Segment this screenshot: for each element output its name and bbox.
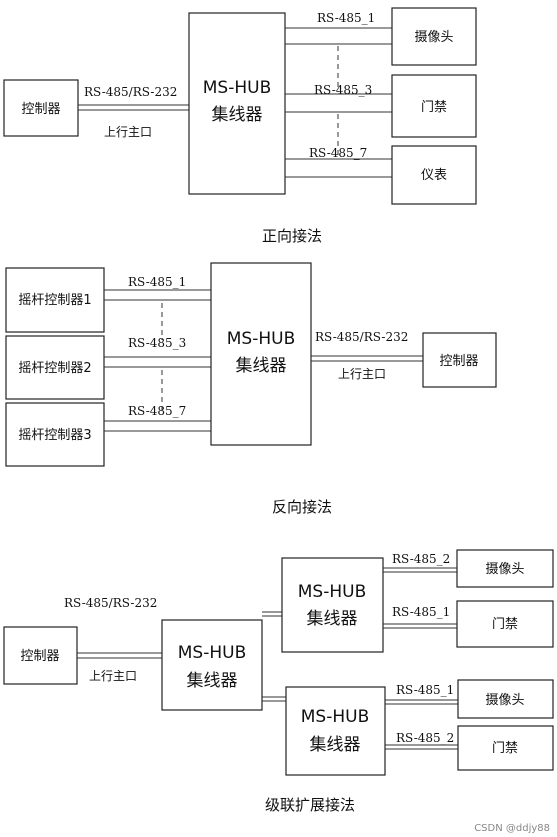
joystick2-label: 摇杆控制器2 bbox=[18, 361, 91, 376]
hub-subtitle: 集线器 bbox=[307, 609, 358, 629]
hub-subtitle: 集线器 bbox=[187, 671, 238, 691]
watermark: CSDN @ddjy88 bbox=[474, 823, 550, 834]
uplink-protocol-label: RS-485/RS-232 bbox=[84, 85, 177, 99]
uplink-port-label: 上行主口 bbox=[104, 125, 152, 139]
sub-hub-a-box bbox=[281, 557, 384, 653]
hub-title: MS-HUB bbox=[178, 643, 246, 663]
hub-box bbox=[188, 12, 286, 195]
controller-box bbox=[3, 626, 78, 685]
caption-forward: 正向接法 bbox=[262, 227, 322, 245]
hub-title: MS-HUB bbox=[227, 329, 295, 349]
uplink-protocol-label: RS-485/RS-232 bbox=[64, 596, 157, 610]
hub-title: MS-HUB bbox=[298, 582, 366, 602]
reverse-diagram: 摇杆控制器1 RS-485_1 摇杆控制器2 RS-485_3 摇杆控制器3 R… bbox=[5, 262, 497, 516]
door-label: 门禁 bbox=[492, 617, 518, 632]
channel-label: RS-485_1 bbox=[392, 605, 450, 619]
controller-label: 控制器 bbox=[21, 102, 60, 117]
camera-label: 摄像头 bbox=[414, 30, 453, 45]
door-label: 门禁 bbox=[492, 741, 518, 756]
door-box bbox=[391, 74, 477, 138]
hub-box bbox=[210, 262, 312, 446]
channel-label: RS-485_1 bbox=[128, 275, 186, 289]
controller-label: 控制器 bbox=[20, 649, 59, 664]
controller-box bbox=[422, 332, 497, 388]
meter-box bbox=[391, 145, 477, 205]
camera-box bbox=[391, 7, 477, 66]
uplink-protocol-label: RS-485/RS-232 bbox=[315, 330, 408, 344]
uplink-port-label: 上行主口 bbox=[338, 367, 386, 381]
uplink-port-label: 上行主口 bbox=[89, 669, 137, 683]
channel-label: RS-485_3 bbox=[314, 83, 372, 97]
door-label: 门禁 bbox=[421, 100, 447, 115]
camera-label: 摄像头 bbox=[485, 562, 524, 577]
hub-subtitle: 集线器 bbox=[236, 356, 287, 376]
joystick1-label: 摇杆控制器1 bbox=[18, 293, 91, 308]
meter-label: 仪表 bbox=[421, 168, 447, 183]
caption-cascade: 级联扩展接法 bbox=[265, 796, 355, 814]
channel-label: RS-485_1 bbox=[317, 11, 375, 25]
controller-box bbox=[3, 79, 79, 137]
controller-label: 控制器 bbox=[439, 354, 478, 369]
joystick3-label: 摇杆控制器3 bbox=[18, 428, 91, 443]
channel-label: RS-485_3 bbox=[128, 336, 186, 350]
camera-box bbox=[456, 549, 554, 588]
hub-subtitle: 集线器 bbox=[310, 735, 361, 755]
forward-diagram: 控制器 RS-485/RS-232 上行主口 MS-HUB 集线器 RS-485… bbox=[3, 7, 477, 245]
hub-title: MS-HUB bbox=[203, 78, 271, 98]
cascade-diagram: RS-485/RS-232 控制器 上行主口 MS-HUB 集线器 MS-HUB… bbox=[3, 549, 554, 814]
sub-hub-b-box bbox=[285, 686, 386, 776]
channel-label: RS-485_2 bbox=[392, 552, 450, 566]
hub-subtitle: 集线器 bbox=[212, 105, 263, 125]
hub-title: MS-HUB bbox=[301, 707, 369, 727]
channel-label: RS-485_1 bbox=[396, 683, 454, 697]
camera-box bbox=[457, 679, 554, 719]
camera-label: 摄像头 bbox=[485, 693, 524, 708]
door-box bbox=[456, 600, 554, 648]
hub-box bbox=[161, 619, 263, 711]
channel-label: RS-485_7 bbox=[128, 404, 186, 418]
channel-label: RS-485_2 bbox=[396, 731, 454, 745]
joystick3-box bbox=[5, 402, 105, 467]
door-box bbox=[457, 725, 554, 771]
joystick1-box bbox=[5, 267, 105, 333]
caption-reverse: 反向接法 bbox=[272, 498, 332, 516]
